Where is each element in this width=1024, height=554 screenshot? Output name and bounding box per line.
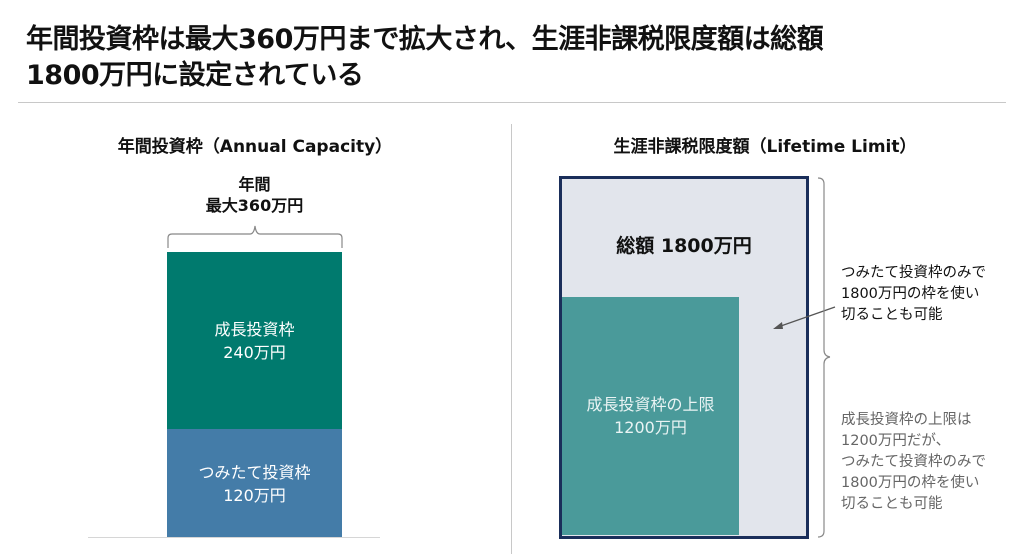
annual-max-label: 年間 最大360万円 (167, 174, 342, 216)
title-line-1: 年間投資枠は最大360万円まで拡大され、生涯非課税限度額は総額 (26, 24, 824, 55)
title-divider (18, 102, 1006, 103)
title-line-2: 1800万円に設定されている (26, 60, 364, 91)
lifetime-heading: 生涯非課税限度額（Lifetime Limit） (613, 137, 917, 157)
tsumitate-segment: つみたて投資枠 120万円 (167, 429, 342, 538)
note2-line: つみたて投資枠のみで (841, 454, 986, 470)
note2-line: 1800万円の枠を使い (841, 475, 980, 491)
tsumitate-amount: 120万円 (223, 485, 286, 505)
total-label: 総額 1800万円 (616, 235, 752, 257)
growth-segment: 成長投資枠 240万円 (167, 252, 342, 429)
column-divider (511, 124, 512, 554)
note1-line: つみたて投資枠のみで (841, 265, 986, 281)
note2-line: 成長投資枠の上限は (841, 412, 972, 428)
note2-line: 切ることも可能 (841, 496, 943, 512)
note-tsumitate-only: つみたて投資枠のみで 1800万円の枠を使い 切ることも可能 (841, 263, 986, 326)
annual-brace (167, 225, 343, 248)
growth-cap-box: 成長投資枠の上限 1200万円 (562, 297, 739, 535)
tsumitate-name: つみたて投資枠 (198, 462, 311, 482)
annotation-graphics (773, 177, 836, 538)
lower-brace (817, 356, 831, 538)
baseline (88, 537, 380, 538)
note-growth-cap: 成長投資枠の上限は 1200万円だが、 つみたて投資枠のみで 1800万円の枠を… (841, 410, 986, 515)
growth-cap-label: 成長投資枠の上限 (586, 395, 715, 414)
annual-heading: 年間投資枠（Annual Capacity） (117, 137, 393, 157)
note1-line: 1800万円の枠を使い (841, 286, 980, 302)
annual-label-line1: 年間 (238, 175, 271, 194)
slide-title: 年間投資枠は最大360万円まで拡大され、生涯非課税限度額は総額 1800万円に設… (26, 22, 824, 94)
annual-label-line2: 最大360万円 (205, 196, 304, 215)
arrow-icon (773, 306, 836, 329)
growth-cap-amount: 1200万円 (614, 418, 687, 437)
note1-line: 切ることも可能 (841, 307, 943, 323)
growth-name: 成長投資枠 (214, 319, 295, 339)
upper-brace (817, 177, 831, 358)
note2-line: 1200万円だが、 (841, 433, 951, 449)
growth-amount: 240万円 (223, 342, 286, 362)
